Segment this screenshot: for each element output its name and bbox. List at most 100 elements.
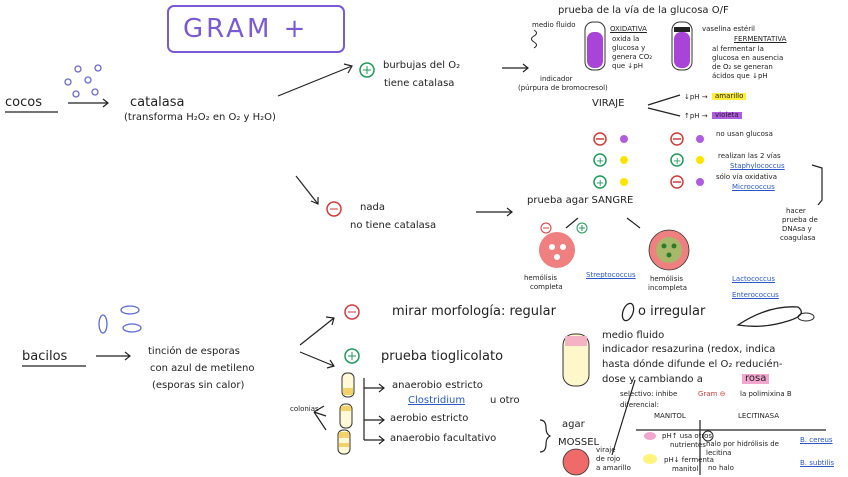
svg-text:+: + bbox=[596, 178, 604, 189]
vaselina-label: vaselina estéril bbox=[702, 25, 755, 33]
hemolisis-incompleta-1: hemólisis bbox=[650, 275, 683, 283]
ph-usa-2: nutrientes bbox=[670, 441, 706, 449]
mossel-label: MOSSEL bbox=[558, 437, 600, 448]
agar-label: agar bbox=[562, 419, 585, 430]
lecitinasa-header: LECITINASA bbox=[738, 412, 780, 420]
b-cereus-link: B. cereus bbox=[800, 436, 833, 444]
halo-1: halo por hidrólisis de bbox=[706, 440, 779, 448]
catalasa-label: catalasa bbox=[130, 95, 185, 110]
amarillo-label: amarillo bbox=[712, 93, 747, 100]
oxidativa-heading: OXIDATIVA bbox=[610, 25, 647, 33]
no-halo-text: no halo bbox=[708, 464, 734, 472]
svg-text:+: + bbox=[673, 156, 681, 167]
plus-catalasa-icon bbox=[359, 62, 375, 78]
clostridium-link: Clostridium bbox=[408, 395, 466, 406]
plate-hemolisis-completa-icon bbox=[539, 232, 575, 268]
staphylococcus-link: Staphylococcus bbox=[730, 162, 785, 170]
tube-tioglicolato-icon bbox=[562, 333, 590, 387]
plate-hemolisis-incompleta-icon bbox=[648, 229, 690, 271]
tube-fermentativa-icon bbox=[671, 21, 693, 71]
glucosa-title: prueba de la vía de la glucosa O/F bbox=[558, 5, 729, 16]
viraje-label: VIRAJE bbox=[592, 98, 625, 109]
b-subtilis-link: B. subtilis bbox=[800, 459, 835, 467]
tincion-line-2: con azul de metileno bbox=[150, 363, 255, 374]
oxidativa-line-3: genera CO₂ bbox=[612, 53, 653, 61]
u-otro-text: u otro bbox=[490, 395, 520, 406]
regular-shape-icon bbox=[621, 302, 635, 322]
tube-anaerobio-icon bbox=[341, 372, 355, 398]
manitol-header: MANITOL bbox=[654, 412, 686, 420]
tube-oxidativa-icon bbox=[584, 21, 606, 71]
up-ph-label: ↑pH → bbox=[684, 112, 708, 120]
small-oval-icon bbox=[797, 312, 815, 322]
prueba-tioglicolato-text: prueba tioglicolato bbox=[381, 349, 504, 364]
viraje-rojo-2: de rojo bbox=[596, 455, 621, 463]
oxidativa-line-4: que ↓pH bbox=[612, 62, 643, 70]
oxidativa-line-1: oxida la bbox=[612, 35, 640, 43]
hacer-prueba-line-4: coagulasa bbox=[780, 234, 816, 242]
enterococcus-link: Enterococcus bbox=[732, 291, 779, 299]
hacer-prueba-line-1: hacer bbox=[786, 207, 806, 215]
plus-morfologia-icon bbox=[344, 348, 360, 364]
diferencial-text: diferencial: bbox=[620, 401, 660, 409]
tincion-line-3: (esporas sin calor) bbox=[152, 380, 245, 391]
irregular-text: o irregular bbox=[638, 304, 706, 319]
hacer-prueba-line-2: prueba de bbox=[782, 216, 818, 224]
solo-oxidativa-text: sólo vía oxidativa bbox=[716, 173, 777, 181]
selectivo-text: selectivo: inhibe bbox=[620, 390, 678, 398]
viraje-rojo-1: viraje bbox=[596, 446, 616, 454]
anaerobio-facultativo-text: anaerobio facultativo bbox=[390, 433, 497, 444]
resazurina-line-2: hasta dónde difunde el O₂ reducién- bbox=[602, 359, 783, 370]
oxidativa-line-2: glucosa y bbox=[612, 44, 646, 52]
viraje-rojo-3: a amarillo bbox=[596, 464, 631, 472]
indicador-label: indicador bbox=[540, 75, 573, 83]
micrococcus-link: Micrococcus bbox=[732, 183, 775, 191]
violeta-label: violeta bbox=[712, 112, 742, 119]
aerobio-estricto-text: aerobio estricto bbox=[390, 413, 469, 424]
cocos-label: cocos bbox=[5, 95, 42, 110]
hemolisis-completa-1: hemólisis bbox=[524, 274, 557, 282]
lactococcus-link: Lactococcus bbox=[732, 275, 775, 283]
svg-text:+: + bbox=[596, 156, 604, 167]
hacer-prueba-line-3: DNAsa y bbox=[782, 225, 812, 233]
fermentativa-heading: FERMENTATIVA bbox=[734, 35, 787, 43]
mirar-morfologia-text: mirar morfología: regular bbox=[392, 304, 556, 319]
spring-icon bbox=[531, 29, 537, 49]
title-box bbox=[167, 5, 345, 53]
irregular-shape-icon bbox=[736, 306, 802, 327]
hemolisis-completa-2: completa bbox=[530, 283, 563, 291]
catalasa-note: (transforma H₂O₂ en O₂ y H₂O) bbox=[124, 112, 276, 123]
minus-catalasa-icon bbox=[326, 201, 342, 217]
bacilos-shapes-icon bbox=[98, 305, 142, 334]
ph-fermenta-1: pH↓ fermenta bbox=[664, 456, 714, 464]
resazurina-line-1: indicador resazurina (redox, indica bbox=[602, 344, 776, 355]
plus-sangre-icon bbox=[576, 222, 588, 234]
tube-aerobio-icon bbox=[339, 403, 353, 429]
minus-sangre-icon bbox=[540, 222, 552, 234]
realizan-2-vias-text: realizan las 2 vías bbox=[718, 152, 781, 160]
gram-neg-text: Gram ⊖ bbox=[698, 390, 726, 398]
tiene-catalasa-text: tiene catalasa bbox=[384, 78, 455, 89]
page-title: GRAM + bbox=[183, 14, 309, 44]
prueba-agar-sangre: prueba agar SANGRE bbox=[527, 195, 634, 206]
halo-2: lecitina bbox=[706, 449, 732, 457]
resazurina-line-3: dose y cambiando a bbox=[602, 374, 703, 385]
anaerobio-estricto-text: anaerobio estricto bbox=[392, 380, 483, 391]
no-tiene-catalasa-text: no tiene catalasa bbox=[350, 220, 437, 231]
nada-text: nada bbox=[360, 202, 385, 213]
streptococcus-link: Streptococcus bbox=[586, 271, 636, 279]
burbujas-text: burbujas del O₂ bbox=[383, 60, 461, 71]
ph-fermenta-2: manitol bbox=[672, 465, 699, 473]
plate-mossel-icon bbox=[562, 448, 590, 476]
medio-fluido-label: medio fluido bbox=[532, 21, 576, 29]
tube-facultativo-icon bbox=[337, 429, 351, 455]
fermentativa-line-4: ácidos que ↓pH bbox=[712, 72, 768, 80]
no-usan-glucosa-text: no usan glucosa bbox=[716, 130, 773, 138]
down-ph-label: ↓pH → bbox=[684, 93, 708, 101]
cocos-dots-icon bbox=[64, 64, 102, 98]
rosa-label: rosa bbox=[742, 374, 770, 384]
fermentativa-line-2: glucosa en ausencia bbox=[712, 54, 784, 62]
fermentativa-line-3: de O₂ se generan bbox=[712, 63, 773, 71]
polimixina-text: la polimixina B bbox=[740, 390, 792, 398]
